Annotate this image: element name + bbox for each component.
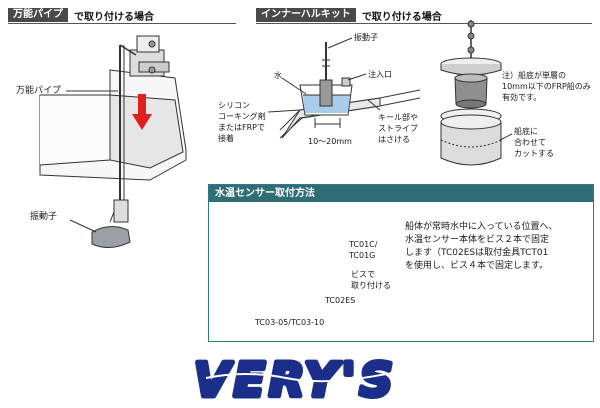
universal-pipe-label: 万能パイプ bbox=[16, 86, 62, 96]
svg-text:VERY'S: VERY'S bbox=[194, 353, 397, 404]
mount-direction-arrow bbox=[132, 94, 152, 130]
middle-header-rule bbox=[256, 23, 592, 24]
left-section-tag: 万能パイプ bbox=[8, 8, 68, 22]
middle-section-title: で取り付ける場合 bbox=[361, 11, 442, 23]
left-header-rule bbox=[8, 23, 236, 24]
left-transducer-label: 振動子 bbox=[30, 212, 58, 222]
middle-transducer-label: 振動子 bbox=[354, 33, 378, 42]
tc02-label: TC02ES bbox=[325, 296, 356, 305]
screw-label: ビスで 取り付ける bbox=[351, 270, 391, 290]
inlet-label: 注入口 bbox=[368, 70, 392, 79]
logo-graphic: VERY'S VERY'S bbox=[192, 352, 397, 404]
sensor-install-panel: 水温センサー取付方法 TC01C/ TC01G ビスで 取り付ける TC02ES… bbox=[208, 184, 594, 342]
left-section-header: 万能パイプ で取り付ける場合 bbox=[8, 8, 154, 23]
keel-label: キール部や ストライブ はさける bbox=[378, 113, 418, 144]
inner-hull-illustration bbox=[267, 37, 421, 139]
thickness-label: 10〜20mm bbox=[308, 137, 352, 146]
tc01-label: TC01C/ TC01G bbox=[349, 240, 378, 260]
single-layer-note: 注）船底が単層の 10mm以下のFRP船のみ 有効です。 bbox=[502, 71, 591, 102]
sensor-description: 船体が常時水中に入っている位置へ、 水温センサー本体をビス２本で固定 します（T… bbox=[405, 222, 558, 271]
left-section-title: で取り付ける場合 bbox=[74, 11, 154, 23]
sensor-panel-title: 水温センサー取付方法 bbox=[209, 185, 593, 202]
left-boat-illustration bbox=[39, 35, 187, 248]
silicone-label: シリコン コーキング剤 またはFRPで 接着 bbox=[218, 101, 266, 143]
cut-label: 船底に 合わせて カットする bbox=[514, 127, 554, 158]
middle-section-tag: インナーハルキット bbox=[256, 8, 356, 22]
water-label: 水 bbox=[274, 71, 282, 80]
cylinder-illustration bbox=[440, 20, 513, 166]
verys-logo: VERY'S VERY'S bbox=[186, 352, 416, 404]
tc03-label: TC03-05/TC03-10 bbox=[255, 318, 325, 327]
middle-section-header: インナーハルキット で取り付ける場合 bbox=[256, 8, 442, 23]
